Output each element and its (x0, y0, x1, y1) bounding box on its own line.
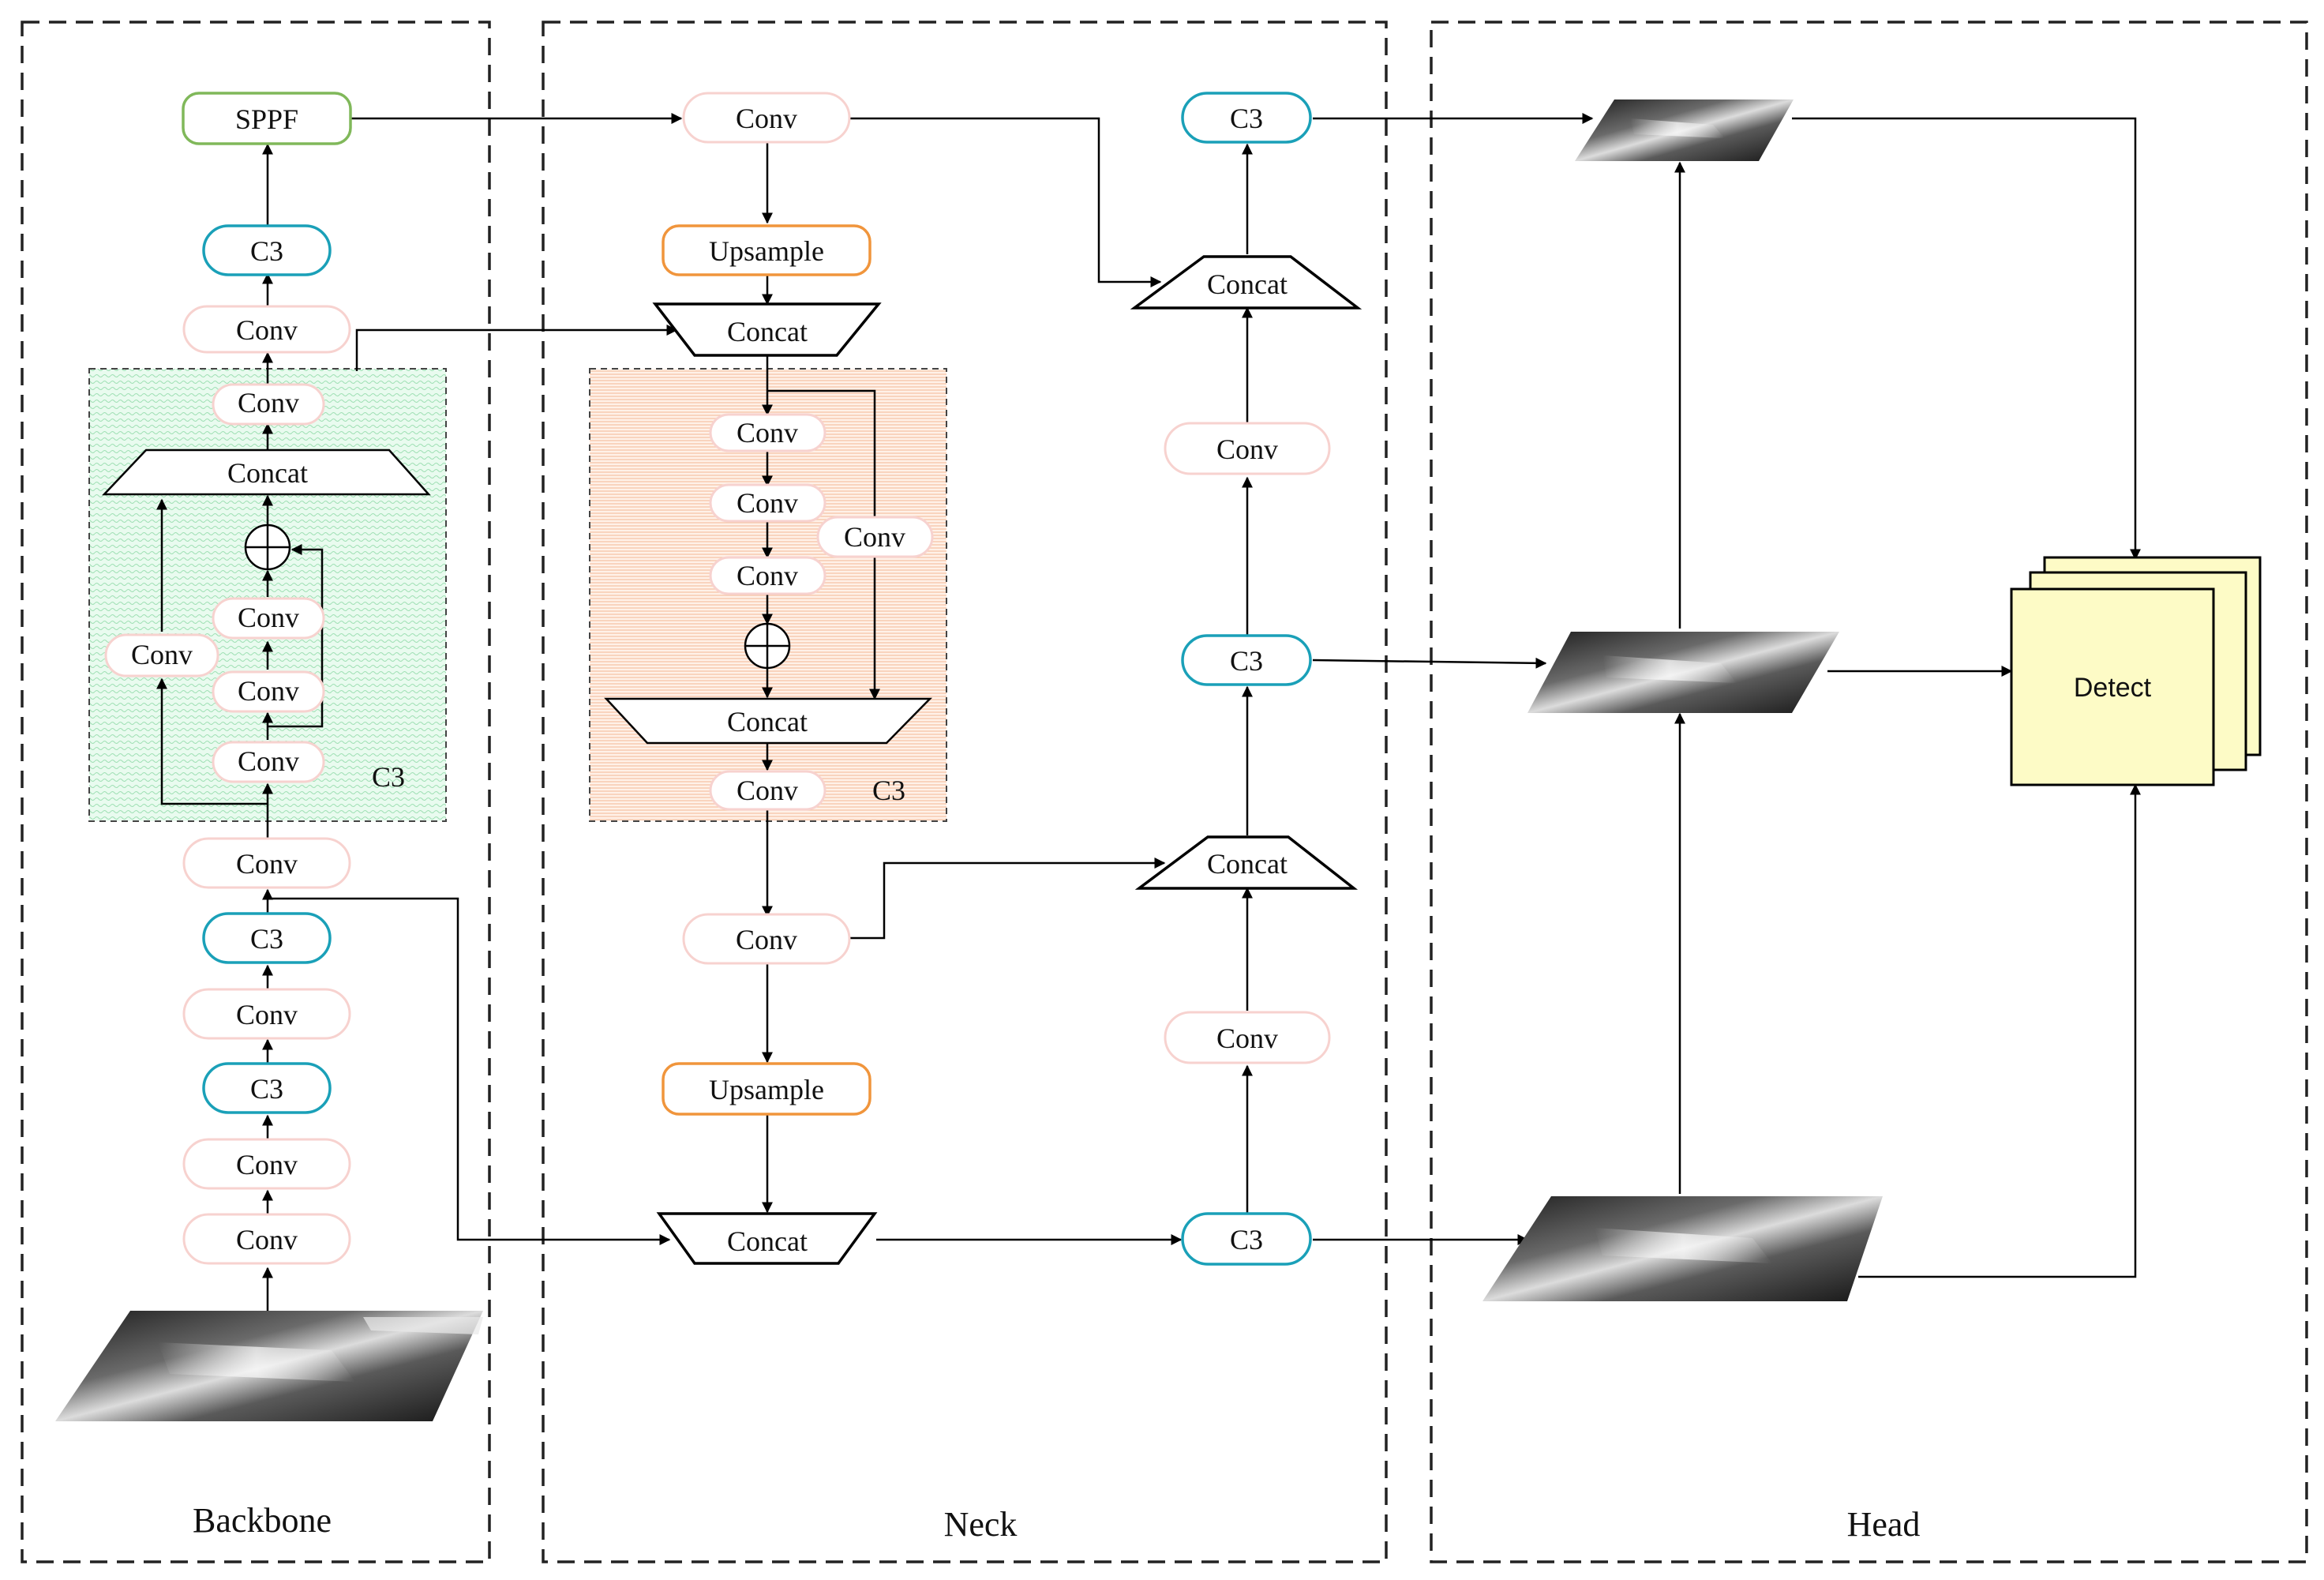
backbone-c3-node-mid: C3 (202, 912, 332, 964)
svg-text:Concat: Concat (227, 457, 308, 489)
svg-text:Conv: Conv (1216, 1023, 1278, 1054)
neck-upsample-node-bottom: Upsample (662, 1062, 872, 1116)
neck-c3-block-label: C3 (872, 775, 905, 806)
neck-conv-node-mid: Conv (682, 913, 851, 965)
head-section-title: Head (1847, 1505, 1921, 1544)
svg-text:Conv: Conv (238, 675, 299, 707)
backbone-c3-add-node (244, 524, 291, 571)
backbone-c3-inner-conv-b: Conv (212, 670, 325, 713)
neck-c3-inner-conv-right: Conv (816, 516, 934, 558)
svg-text:Conv: Conv (238, 602, 299, 633)
neck-section-title: Neck (944, 1505, 1018, 1544)
neck-c3-inner-conv-out: Conv (709, 770, 827, 811)
neck-c3-inner-conv-3: Conv (709, 556, 827, 595)
detect-node: Detect (2010, 556, 2262, 786)
svg-text:Concat: Concat (1207, 268, 1288, 300)
backbone-c3-inner-conv-a: Conv (212, 597, 325, 640)
neck-conv-node-right-2: Conv (1164, 1011, 1331, 1064)
connections (156, 113, 2141, 1312)
svg-text:C3: C3 (250, 1073, 283, 1105)
neck-section-frame (542, 21, 1388, 1563)
neck-c3-add-node (744, 622, 791, 670)
neck-c3-node-bottom: C3 (1181, 1212, 1312, 1266)
svg-text:Conv: Conv (737, 417, 798, 448)
backbone-conv-node-3: Conv (182, 988, 351, 1040)
svg-text:Conv: Conv (236, 999, 298, 1030)
svg-text:Concat: Concat (1207, 848, 1288, 880)
svg-text:Upsample: Upsample (709, 1074, 824, 1105)
svg-text:Conv: Conv (236, 314, 298, 346)
head-feature-map-large (1482, 1196, 1883, 1301)
svg-text:Concat: Concat (727, 1225, 808, 1257)
svg-text:C3: C3 (1230, 645, 1263, 677)
backbone-conv-node-4: Conv (182, 1138, 351, 1190)
svg-text:Conv: Conv (737, 560, 798, 591)
svg-text:Conv: Conv (736, 103, 797, 134)
detect-label: Detect (2074, 673, 2152, 703)
svg-text:Conv: Conv (236, 848, 298, 880)
neck-upsample-node-top: Upsample (662, 224, 872, 276)
backbone-c3-node-top: C3 (202, 224, 332, 276)
head-feature-map-small (1575, 99, 1794, 161)
svg-text:Conv: Conv (131, 639, 193, 670)
backbone-c3-block-label: C3 (372, 761, 405, 793)
svg-text:C3: C3 (250, 235, 283, 267)
backbone-c3-inner-concat: Concat (102, 448, 431, 496)
neck-c3-node-mid: C3 (1181, 634, 1312, 686)
svg-text:Concat: Concat (727, 706, 808, 737)
neck-c3-inner-concat: Concat (604, 697, 932, 745)
backbone-conv-node-2: Conv (182, 837, 351, 889)
svg-text:Upsample: Upsample (709, 235, 824, 267)
svg-text:Conv: Conv (236, 1149, 298, 1180)
svg-text:Conv: Conv (844, 521, 905, 553)
neck-conv-node-right-1: Conv (1164, 422, 1331, 475)
svg-text:Conv: Conv (238, 387, 299, 418)
input-image (55, 1311, 483, 1421)
head-section-frame (1430, 21, 2308, 1563)
neck-concat-node-right-top: Concat (1130, 255, 1363, 310)
neck-concat-node-bottom: Concat (656, 1212, 878, 1265)
svg-text:Conv: Conv (238, 745, 299, 777)
backbone-c3-inner-conv-c: Conv (212, 741, 325, 783)
neck-conv-node-top: Conv (682, 92, 851, 144)
svg-text:C3: C3 (250, 923, 283, 955)
svg-text:Conv: Conv (1216, 433, 1278, 465)
svg-text:Conv: Conv (737, 487, 798, 519)
svg-text:Concat: Concat (727, 316, 808, 347)
svg-text:Conv: Conv (737, 775, 798, 806)
neck-c3-inner-conv-1: Conv (709, 413, 827, 452)
neck-concat-node-top: Concat (652, 302, 882, 357)
svg-text:Conv: Conv (236, 1224, 298, 1255)
head-feature-map-medium (1527, 632, 1839, 713)
backbone-conv-node-5: Conv (182, 1213, 351, 1265)
svg-text:SPPF: SPPF (235, 103, 298, 135)
neck-c3-node-top: C3 (1181, 92, 1312, 144)
backbone-section-frame (21, 21, 491, 1563)
svg-text:Conv: Conv (736, 924, 797, 955)
neck-c3-inner-conv-2: Conv (709, 483, 827, 523)
backbone-c3-node-low: C3 (202, 1062, 332, 1114)
svg-text:C3: C3 (1230, 1224, 1263, 1255)
sppf-node: SPPF (182, 92, 352, 145)
svg-text:C3: C3 (1230, 103, 1263, 134)
backbone-conv-node-1: Conv (182, 305, 351, 354)
neck-concat-node-right-mid: Concat (1134, 835, 1359, 890)
backbone-section-title: Backbone (193, 1501, 332, 1540)
backbone-c3-inner-conv-left: Conv (104, 633, 219, 677)
backbone-c3-inner-conv-out: Conv (212, 383, 325, 426)
